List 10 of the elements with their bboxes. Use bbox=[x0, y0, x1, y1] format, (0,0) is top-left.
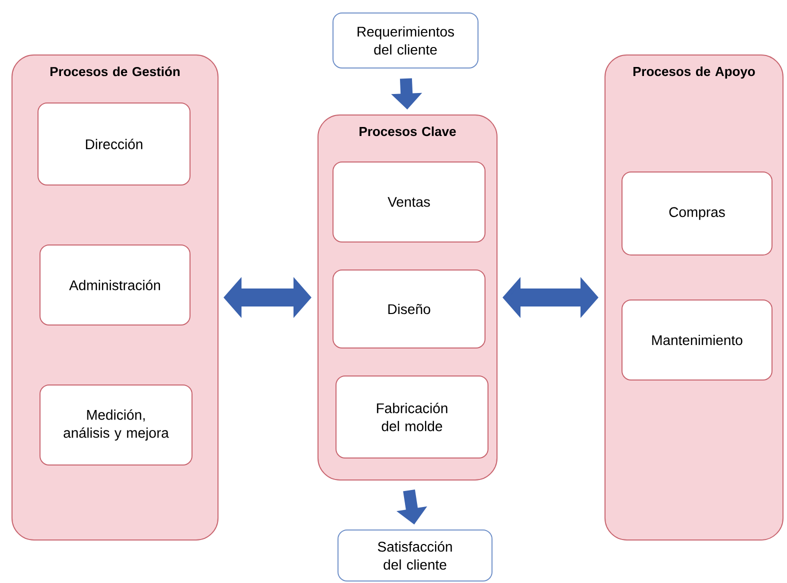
input-box: Satisfacción del cliente bbox=[338, 529, 492, 582]
process-box: Diseño bbox=[332, 269, 486, 348]
process-box: Administración bbox=[40, 244, 190, 326]
input-box: Requerimientos del cliente bbox=[332, 12, 478, 68]
process-box: Compras bbox=[622, 172, 772, 256]
process-box: Fabricación del molde bbox=[336, 375, 488, 458]
process-box: Medición, análisis y mejora bbox=[40, 384, 192, 466]
process-box: Dirección bbox=[38, 102, 190, 186]
process-box: Ventas bbox=[332, 162, 486, 242]
process-box: Mantenimiento bbox=[622, 300, 772, 380]
